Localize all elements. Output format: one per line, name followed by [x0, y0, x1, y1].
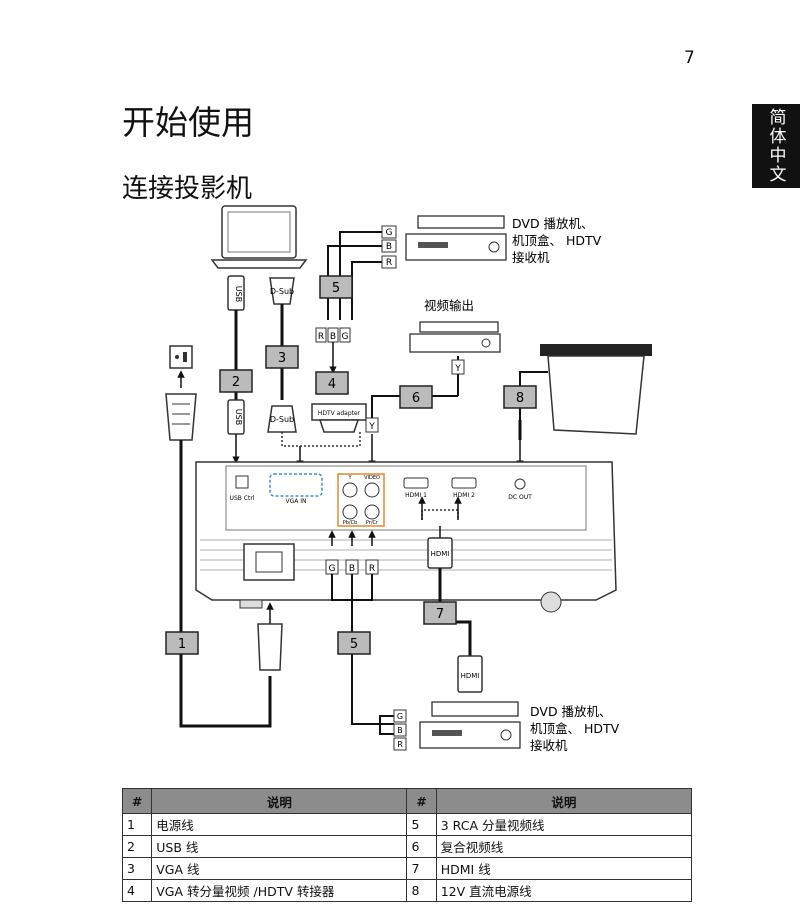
badge-2: 2	[219, 369, 253, 393]
power-plug-icon	[165, 393, 197, 441]
usb-plug-label: USB	[234, 286, 243, 302]
rca-dvd-g: G	[397, 712, 403, 721]
page-number: 7	[684, 48, 695, 68]
hdtv-adapter: HDTV adapter	[281, 403, 367, 468]
dvd-top-line-1: DVD 播放机、	[512, 216, 594, 231]
row-desc: VGA 转分量视频 /HDTV 转接器	[151, 879, 408, 902]
rca-dvd-b: B	[397, 726, 403, 735]
rca-bottom-r: R	[369, 564, 375, 574]
laptop-icon	[210, 205, 308, 269]
rca-plug-r: R	[318, 332, 324, 342]
row-desc: VGA 线	[151, 857, 408, 880]
row-desc: HDMI 线	[435, 857, 693, 880]
dsub-label-bottom: D-Sub	[270, 415, 294, 424]
badge-3: 3	[265, 345, 299, 369]
port-hdmi2-label: HDMI 2	[453, 492, 475, 499]
badge-3-text: 3	[278, 351, 286, 366]
dvd-top-line-3: 接收机	[512, 250, 550, 265]
badge-4: 4	[315, 371, 349, 395]
header-number-2: #	[406, 788, 437, 814]
section-title: 连接投影机	[122, 174, 253, 204]
vga-cable: D-Sub D-Sub	[267, 277, 297, 433]
rca-dvd-r: R	[397, 740, 403, 749]
composite-plug-bottom: Y	[368, 422, 375, 432]
port-hdmi1-label: HDMI 1	[405, 492, 427, 499]
port-dc-out-label: DC OUT	[508, 494, 532, 501]
table-row: 2 USB 线 6 复合视频线	[121, 835, 693, 858]
port-pr-label: Pr/Cr	[366, 520, 379, 526]
badge-1: 1	[165, 631, 199, 655]
dsub-label-top: D-Sub	[270, 287, 294, 296]
table-row: 4 VGA 转分量视频 /HDTV 转接器 8 12V 直流电源线	[121, 879, 693, 902]
table-row: 1 电源线 5 3 RCA 分量视频线	[121, 813, 693, 836]
badge-5-bottom-text: 5	[350, 637, 358, 652]
rca-plug-g: G	[342, 332, 349, 342]
usb-cable: USB USB	[227, 275, 245, 464]
header-desc-2: 说明	[435, 788, 693, 814]
cable-legend-table: # 说明 # 说明 1 电源线 5 3 RCA 分量视频线 2 USB 线 6 …	[121, 788, 693, 902]
badge-2-text: 2	[232, 375, 240, 390]
language-tab: 简体中文	[752, 104, 800, 188]
badge-7-text: 7	[436, 607, 444, 622]
composite-cable: Y Y	[365, 356, 465, 468]
component-cable-top: G B R R B G	[315, 225, 397, 374]
row-desc: 电源线	[151, 813, 408, 836]
rca-bottom-g: G	[329, 564, 336, 574]
dvd-bottom-line-1: DVD 播放机、	[530, 704, 612, 719]
header-number-1: #	[121, 788, 153, 814]
page-title: 开始使用	[122, 103, 254, 142]
port-usb-label: USB Ctrl	[230, 495, 255, 502]
usb-plug-label-lower: USB	[234, 409, 243, 425]
row-desc: 3 RCA 分量视频线	[435, 813, 693, 836]
power-outlet-icon	[169, 345, 193, 388]
dvd-player-icon-top	[405, 215, 507, 261]
badge-5-top-text: 5	[332, 281, 340, 296]
rca-bottom-b: B	[349, 564, 355, 574]
header-desc-1: 说明	[151, 788, 408, 814]
badge-1-text: 1	[178, 637, 186, 652]
rca-label-top-1: G	[386, 228, 393, 238]
row-number: 3	[121, 857, 153, 880]
row-desc: 复合视频线	[435, 835, 693, 858]
badge-8: 8	[503, 385, 537, 409]
badge-8-text: 8	[516, 391, 524, 406]
video-device-icon	[409, 321, 501, 353]
row-number: 6	[406, 835, 437, 858]
video-output-label: 视频输出	[424, 298, 474, 313]
projection-screen-icon	[540, 344, 652, 435]
dvd-top-line-2: 机顶盒、 HDTV	[512, 233, 602, 248]
row-number: 2	[121, 835, 153, 858]
table-row: 3 VGA 线 7 HDMI 线	[121, 857, 693, 880]
rca-label-top-2: B	[386, 242, 392, 252]
dvd-player-icon-bottom	[419, 701, 521, 749]
badge-5-bottom: 5	[337, 631, 371, 655]
row-number: 8	[406, 879, 437, 902]
row-number: 7	[406, 857, 437, 880]
rca-label-top-3: R	[386, 258, 392, 268]
row-number: 1	[121, 813, 153, 836]
badge-5-top: 5	[319, 275, 353, 299]
port-video-label: VIDEO	[364, 475, 380, 481]
table-header-row: # 说明 # 说明	[121, 788, 693, 814]
badge-6-text: 6	[412, 391, 420, 406]
hdmi-plug-bottom: HDMI	[461, 672, 480, 680]
row-desc: USB 线	[151, 835, 408, 858]
row-desc: 12V 直流电源线	[435, 879, 693, 902]
dvd-bottom-line-2: 机顶盒、 HDTV	[530, 721, 620, 736]
port-vga-label: VGA IN	[285, 498, 306, 505]
composite-plug-top: Y	[454, 364, 461, 374]
hdtv-adapter-label: HDTV adapter	[318, 410, 361, 417]
badge-4-text: 4	[328, 377, 336, 392]
hdmi-plug-top: HDMI	[431, 550, 450, 558]
port-y-label: Y	[347, 475, 352, 481]
row-number: 4	[121, 879, 153, 902]
rca-plug-b: B	[330, 332, 336, 342]
badge-7: 7	[423, 601, 457, 625]
port-pb-label: Pb/Cb	[343, 520, 358, 526]
badge-6: 6	[399, 385, 433, 409]
dvd-bottom-line-3: 接收机	[530, 738, 568, 753]
row-number: 5	[406, 813, 437, 836]
